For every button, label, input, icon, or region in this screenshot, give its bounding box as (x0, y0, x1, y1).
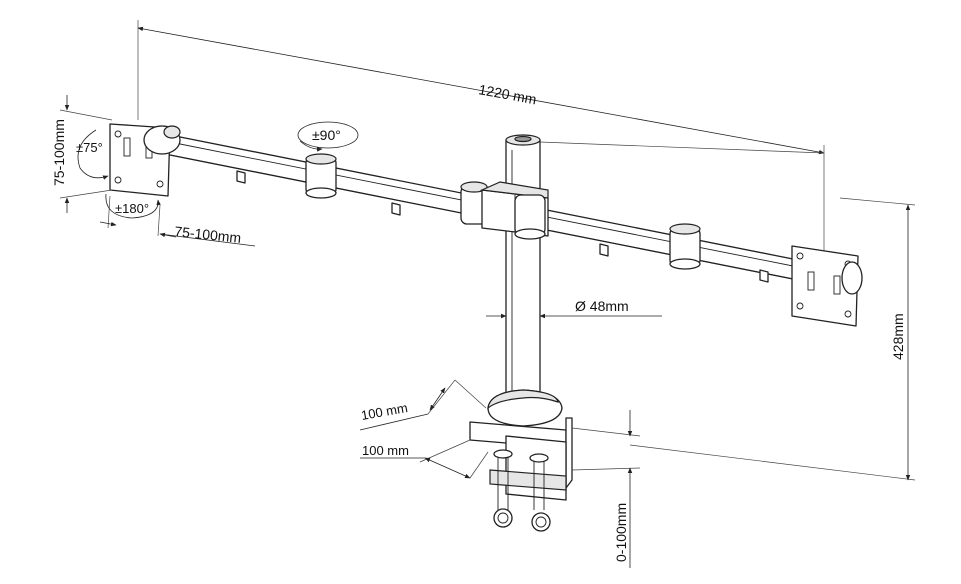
rotate-indicator: ±180° (105, 193, 161, 219)
center-bracket (479, 181, 549, 240)
swivel-label: ±90° (312, 127, 341, 143)
desk-clamp (489, 435, 567, 532)
clamp-range-dimension: 0-100mm (571, 410, 641, 568)
pole-diameter-dimension: Ø 48mm (486, 298, 662, 319)
tilt-indicator: ±75° (76, 129, 109, 180)
pole (505, 134, 541, 406)
left-arm-clamp (305, 153, 337, 199)
tilt-label: ±75° (76, 140, 103, 155)
base-width-dimension: 100 mm (360, 439, 489, 479)
vesa-horizontal-dimension: 75-100mm (99, 195, 256, 247)
vesa-vertical-dimension: 75-100mm (51, 95, 113, 213)
vesa-vertical-label: 75-100mm (51, 119, 67, 186)
vesa-horizontal-label: 75-100mm (174, 223, 242, 246)
rotate-label: ±180° (115, 201, 149, 216)
base-depth-label: 100 mm (360, 400, 409, 423)
total-width-label: 1220 mm (477, 81, 537, 107)
clamp-range-label: 0-100mm (613, 503, 629, 562)
right-arm-clamp (669, 223, 701, 270)
pole-diameter-label: Ø 48mm (575, 298, 629, 314)
base-width-label: 100 mm (362, 443, 409, 458)
height-label: 428mm (890, 313, 906, 360)
left-vesa-plate (109, 123, 181, 197)
right-vesa-plate (791, 245, 863, 327)
base-depth-dimension: 100 mm (359, 379, 487, 431)
swivel-indicator: ±90° (297, 121, 359, 152)
center-left-clamp (460, 181, 488, 225)
height-dimension: 428mm (629, 197, 916, 481)
